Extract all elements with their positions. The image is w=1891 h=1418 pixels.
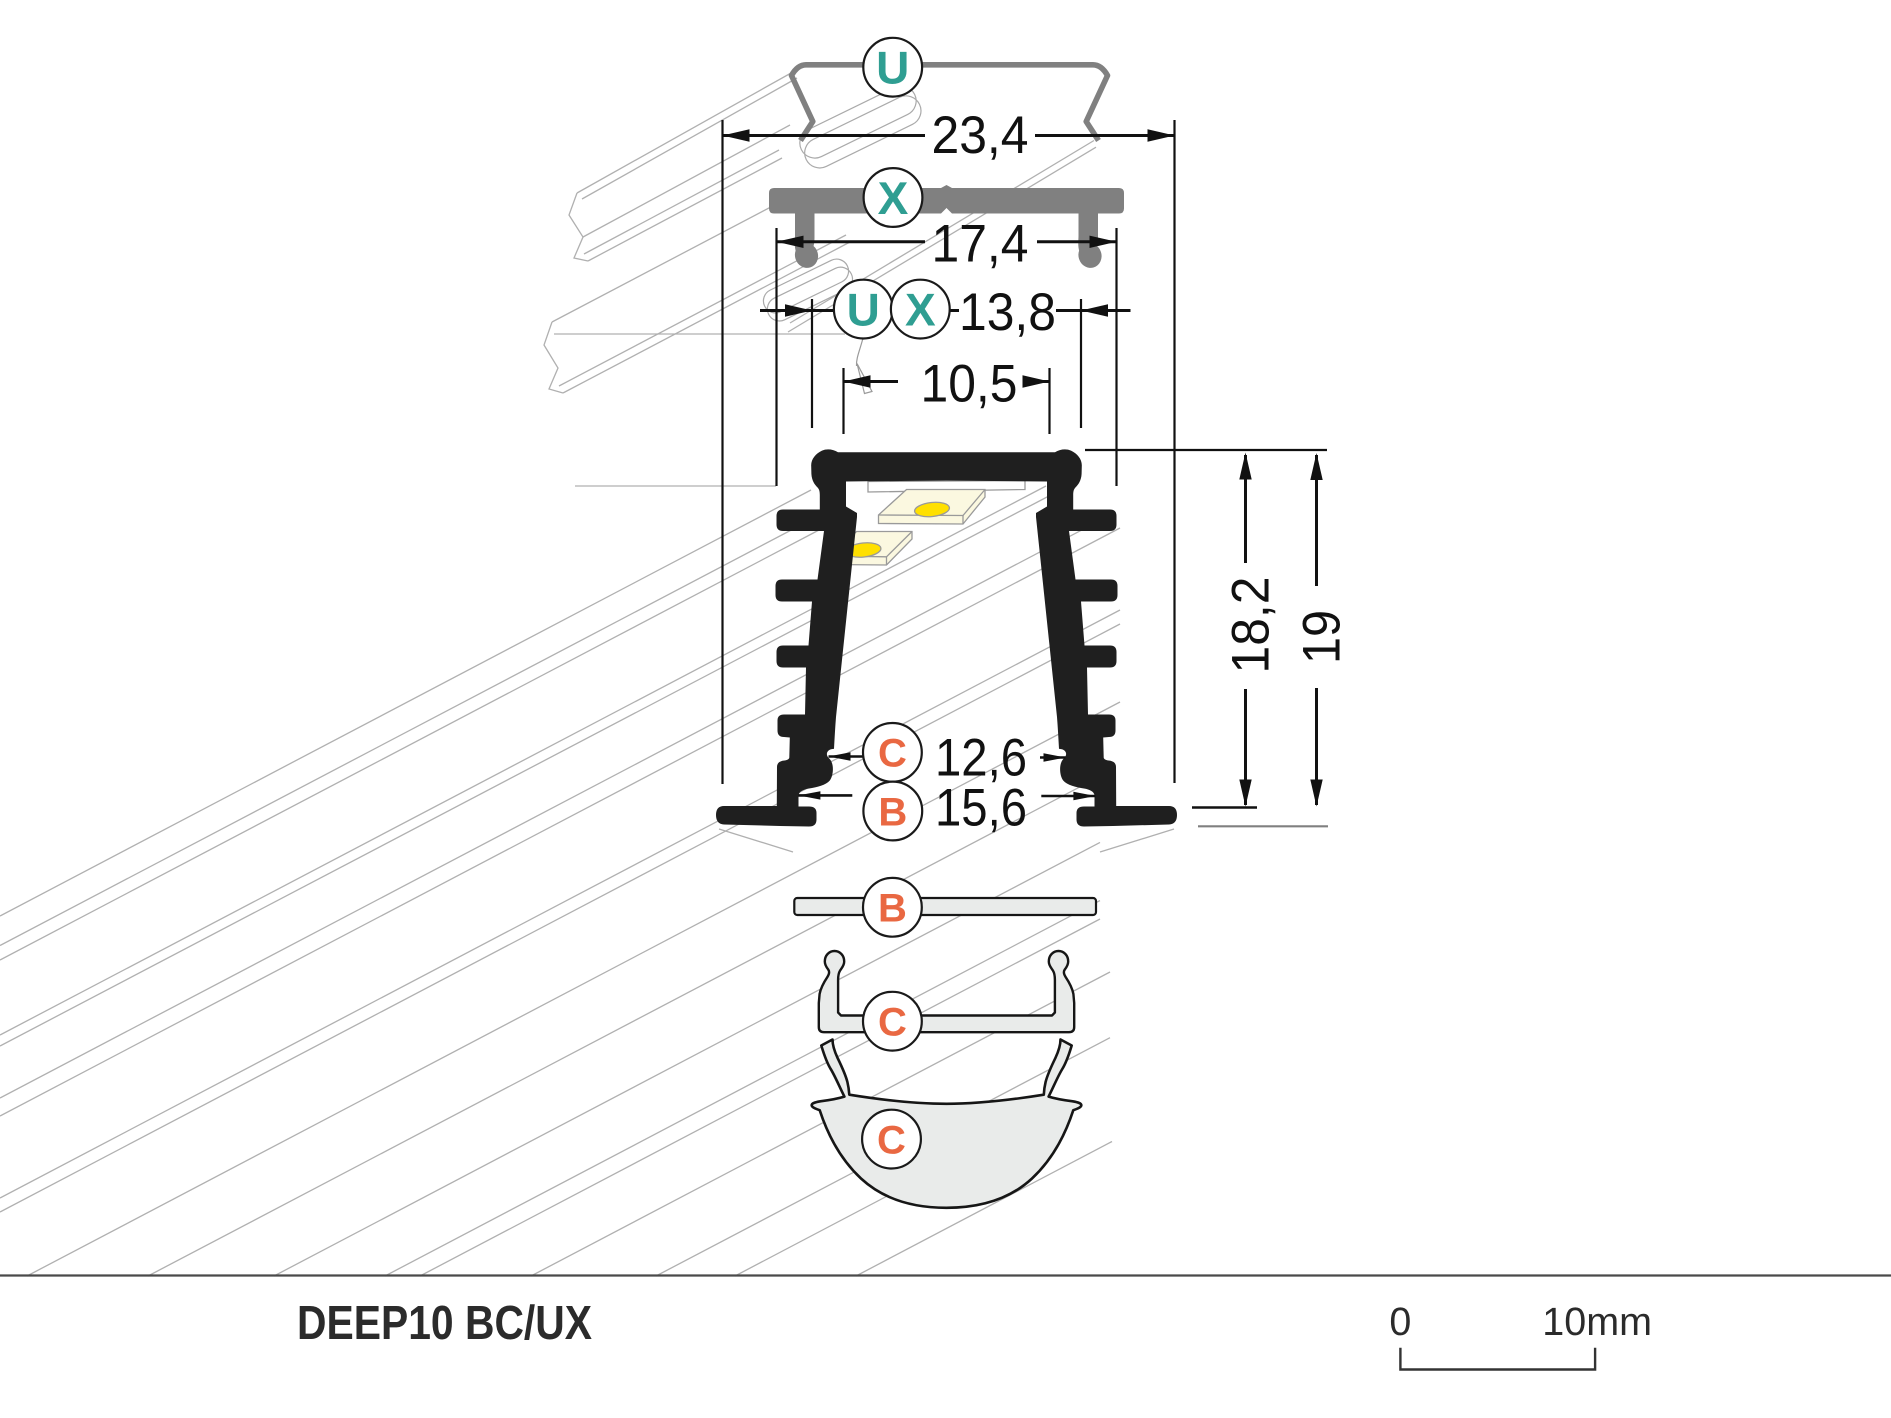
svg-text:19: 19 [1293,610,1352,664]
svg-text:15,6: 15,6 [935,779,1027,838]
svg-text:13,8: 13,8 [959,283,1056,342]
svg-text:B: B [878,790,907,834]
svg-text:10,5: 10,5 [921,355,1018,414]
svg-text:18,2: 18,2 [1222,577,1281,674]
svg-text:X: X [878,172,909,224]
svg-text:C: C [878,732,907,776]
svg-text:X: X [905,284,936,336]
svg-text:B: B [878,887,907,931]
svg-text:C: C [877,1118,906,1162]
svg-text:U: U [876,42,909,94]
svg-text:0: 0 [1389,1300,1411,1344]
svg-text:23,4: 23,4 [932,106,1029,165]
svg-text:DEEP10 BC/UX: DEEP10 BC/UX [297,1297,592,1350]
svg-text:10mm: 10mm [1542,1300,1652,1344]
svg-text:U: U [847,284,880,336]
svg-text:C: C [878,1001,907,1045]
svg-text:12,6: 12,6 [935,729,1027,788]
svg-text:17,4: 17,4 [932,215,1029,274]
